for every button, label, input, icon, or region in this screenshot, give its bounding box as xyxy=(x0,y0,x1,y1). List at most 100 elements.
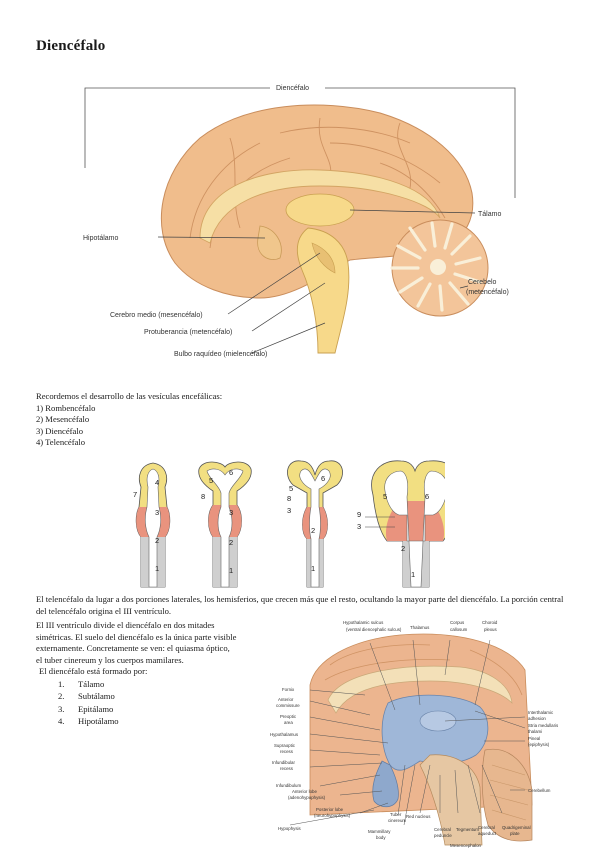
label-infundibular-recess: recess xyxy=(280,766,294,771)
label-infundibulum: Infundibulum xyxy=(276,783,301,788)
vesicle-number: 1 xyxy=(229,566,233,575)
vesicle-number: 2 xyxy=(229,538,233,547)
vesicle-number: 5 xyxy=(209,476,213,485)
label-adhesion: adhesion xyxy=(528,716,546,721)
vesicle-number: 3 xyxy=(357,522,361,531)
label-epiphysis: (epiphysis) xyxy=(528,742,550,747)
label-recess: recess xyxy=(280,749,294,754)
label-talamo: Tálamo xyxy=(478,211,501,218)
vesicle-number: 8 xyxy=(201,492,205,501)
label-posterior-lobe: Posterior lobe xyxy=(316,807,344,812)
vesicle-number: 6 xyxy=(321,474,325,483)
label-stria: Stria medullaris xyxy=(528,723,559,728)
label-metencefalo: (metencéfalo) xyxy=(466,289,509,296)
vesicle-number: 9 xyxy=(357,510,361,519)
text-line: externamente. Concretamente se ven: el q… xyxy=(36,643,230,654)
label-aqueduct: aqueduct xyxy=(478,831,497,836)
telencefalo-text: El telencéfalo da lugar a dos porciones … xyxy=(36,594,564,616)
list-number: 1. xyxy=(58,678,65,689)
vesicle-number: 3 xyxy=(229,508,233,517)
text-line: el tuber cinereum y los cuerpos mamilare… xyxy=(36,654,184,665)
label-hypothalamic-sulcus: Hypothalamic sulcus xyxy=(343,620,384,625)
list-item: 2. Subtálamo xyxy=(58,691,296,704)
vesiculas-item: 2) Mesencéfalo xyxy=(36,414,90,425)
vesiculas-item: 1) Rombencéfalo xyxy=(36,402,96,413)
label-anterior-lobe: Anterior lobe xyxy=(292,789,317,794)
vesicle-number: 6 xyxy=(425,492,429,501)
vesicle-number: 6 xyxy=(229,468,233,477)
vesicle-number: 1 xyxy=(311,564,315,573)
vesicle-number: 5 xyxy=(383,492,387,501)
label-tuber: Tuber xyxy=(390,812,402,817)
diencephalon-parts-list: 1.Tálamo 2. Subtálamo 3. Epitálamo 4. Hipot… xyxy=(58,679,296,729)
list-item: 1.Tálamo xyxy=(58,679,296,692)
text-line: El III ventrículo divide el diencéfalo e… xyxy=(36,620,215,630)
label-mammillary: Mammillary xyxy=(368,829,391,834)
list-label: Hipotálamo xyxy=(78,716,119,727)
label-anterior: Anterior xyxy=(278,697,294,702)
label-peduncle: peduncle xyxy=(434,833,452,838)
page-title: Diencéfalo xyxy=(36,38,106,54)
vesicle-stage-2: 6 5 8 3 2 1 xyxy=(198,461,252,588)
label-hypothalamic-sulcus-2: (ventral diencephalic sulcus) xyxy=(346,627,402,632)
list-item: 4. Hipotálamo xyxy=(58,716,296,729)
label-commissure: commissure xyxy=(276,703,300,708)
brain-sagittal-figure: Diencéfalo xyxy=(83,85,516,358)
vesiculas-item: 3) Diencéfalo xyxy=(36,425,84,436)
diencephalon-labeled-figure: Hypothalamic sulcus (ventral diencephali… xyxy=(270,620,559,848)
label-cerebral-aq: Cerebral xyxy=(478,825,495,830)
label-hipotalamo: Hipotálamo xyxy=(83,235,119,242)
label-bulbo: Bulbo raquídeo (mielencéfalo) xyxy=(174,351,267,358)
list-label: Subtálamo xyxy=(78,691,115,702)
list-number: 3. xyxy=(58,703,65,714)
vesicle-number: 3 xyxy=(287,506,291,515)
corpus-callosum-shape xyxy=(199,169,441,244)
vesicle-number: 3 xyxy=(155,508,159,517)
list-number: 4. xyxy=(58,716,65,727)
vesicle-stage-3: 5 6 8 3 2 1 xyxy=(287,460,343,588)
vesicle-number: 1 xyxy=(155,564,159,573)
label-infundibular: Infundibular xyxy=(272,760,295,765)
label-thalamus: Thalamus xyxy=(410,625,430,630)
label-adenohypophysis: (adenohypophysis) xyxy=(288,795,326,800)
label-plate: plate xyxy=(510,831,520,836)
label-cerebelo: Cerebelo xyxy=(468,279,497,286)
label-supraoptic: Supraoptic xyxy=(274,743,296,748)
label-cerebral: Cerebral xyxy=(434,827,451,832)
label-cerebellum: Cerebellum xyxy=(528,788,551,793)
vesicle-stage-1: 7 4 3 2 1 xyxy=(133,462,171,588)
label-mesencephalon: Mesencephalon xyxy=(450,843,482,848)
telencefalo-paragraph: El telencéfalo da lugar a dos porciones … xyxy=(36,594,568,617)
vesicle-number: 2 xyxy=(311,526,315,535)
text-line: simétricas. El suelo del diencéfalo es l… xyxy=(36,631,237,642)
vesiculas-intro: Recordemos el desarrollo de las vesícula… xyxy=(36,391,223,401)
list-label: Epitálamo xyxy=(78,703,114,714)
label-corpus: Corpus xyxy=(450,620,465,625)
brainstem-shape xyxy=(296,227,350,354)
vesicle-number: 2 xyxy=(401,544,405,553)
vesicle-number: 8 xyxy=(287,494,291,503)
list-number: 2. xyxy=(58,691,65,702)
label-callosum: callosum xyxy=(450,627,468,632)
label-area: area xyxy=(284,720,293,725)
label-protuberancia: Protuberancia (metencéfalo) xyxy=(144,329,232,336)
label-cinereum: cinereum xyxy=(388,818,406,823)
label-pineal: Pineal xyxy=(528,736,540,741)
label-diencefalo: Diencéfalo xyxy=(276,85,309,92)
label-mammillary-body: body xyxy=(376,835,386,840)
vesicle-number: 5 xyxy=(289,484,293,493)
vesiculas-block: Recordemos el desarrollo de las vesícula… xyxy=(36,391,336,449)
label-quadrigeminal: Quadrigeminal xyxy=(502,825,531,830)
label-preoptic: Preoptic xyxy=(280,714,297,719)
label-hypothalamus: Hypothalamus xyxy=(270,732,299,737)
vesicle-development-figure: 7 4 3 2 1 6 5 8 3 2 1 5 6 8 3 2 1 5 6 xyxy=(133,460,445,588)
ventriculo-paragraph: El III ventrículo divide el diencéfalo e… xyxy=(36,620,296,729)
label-choroid: Choroid xyxy=(482,620,498,625)
vesicle-stage-4: 5 6 9 3 2 1 xyxy=(357,460,445,588)
vesicle-number: 4 xyxy=(155,478,159,487)
formed-by-heading: El diencéfalo está formado por: xyxy=(39,666,148,677)
label-red-nucleus: Red nucleus xyxy=(406,814,431,819)
label-tegmentum: Tegmentum xyxy=(456,827,479,832)
vesicle-number: 2 xyxy=(155,536,159,545)
vesicle-number: 1 xyxy=(411,570,415,579)
